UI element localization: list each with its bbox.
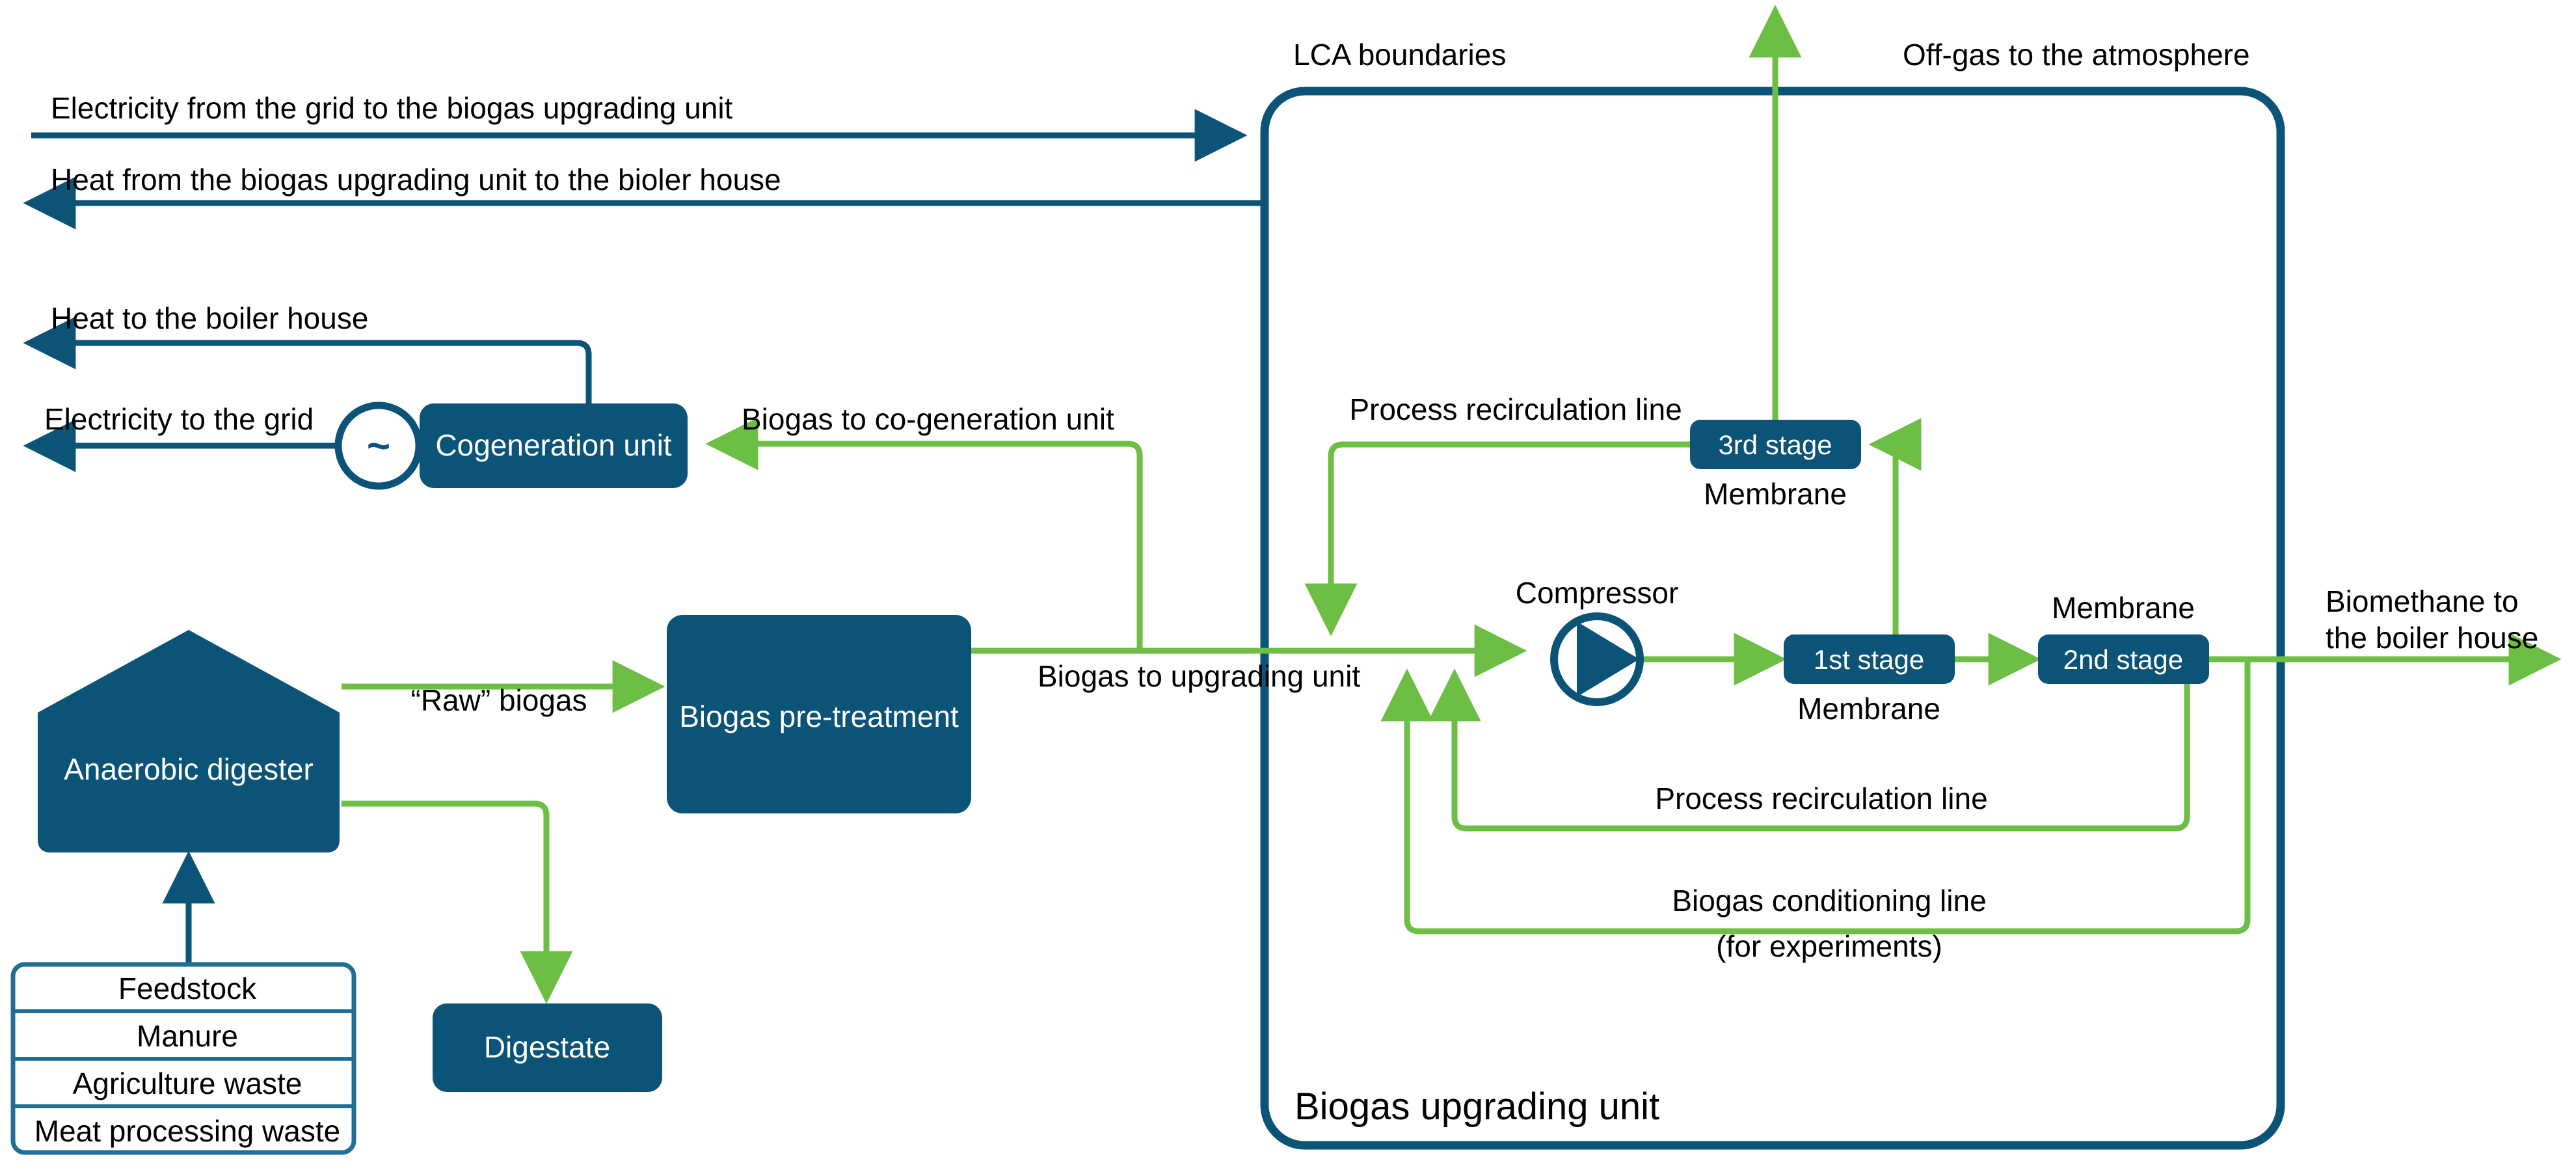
arrow-biogas-to-cogeneration [705, 417, 1143, 651]
digestate-label: Digestate [484, 1030, 610, 1064]
biogas-conditioning-label: Biogas conditioning line [1672, 884, 1986, 918]
feedstock-row-2: Agriculture waste [73, 1067, 302, 1100]
membrane-1st-stage-box [1784, 634, 1955, 684]
compressor-label: Compressor [1516, 576, 1679, 610]
digestate-box [433, 1003, 662, 1092]
biogas-to-cogeneration-label: Biogas to co-generation unit [742, 402, 1114, 436]
process-recirculation-bottom-label: Process recirculation line [1655, 782, 1987, 815]
arrow-digester-to-digestate [342, 800, 573, 1004]
biomethane-label-line1: Biomethane to [2326, 584, 2519, 618]
biogas-upgrading-unit-label: Biogas upgrading unit [1295, 1085, 1659, 1128]
membrane-2nd-caption: Membrane [2052, 591, 2195, 625]
membrane-1st-stage-label: 1st stage [1814, 644, 1924, 675]
process-recirculation-top-label: Process recirculation line [1349, 392, 1682, 426]
membrane-3rd-caption: Membrane [1704, 477, 1847, 511]
heat-to-boiler-house-label: Heat to the boiler house [51, 301, 368, 335]
raw-biogas-label: “Raw” biogas [411, 683, 587, 717]
line-process-recirculation-top [1304, 441, 1690, 636]
cogeneration-unit-label: Cogeneration unit [435, 428, 671, 462]
heat-from-upgrading-label: Heat from the biogas upgrading unit to t… [51, 163, 781, 197]
generator-tilde-label: ~ [367, 424, 390, 469]
membrane-2nd-stage-label: 2nd stage [2063, 644, 2184, 675]
membrane-1st-caption: Membrane [1797, 692, 1940, 726]
arrow-heat-to-boiler-house [23, 316, 592, 403]
membrane-3rd-stage-box [1690, 420, 1861, 469]
anaerobic-digester-shape [38, 630, 340, 852]
feedstock-row-0: Feedstock [118, 972, 257, 1005]
anaerobic-digester-label: Anaerobic digester [64, 752, 314, 786]
cogeneration-unit-box [420, 403, 688, 488]
lca-boundaries-label: LCA boundaries [1293, 38, 1506, 72]
generator-circle-icon [334, 402, 423, 490]
biogas-conditioning-note: (for experiments) [1716, 929, 1942, 963]
compressor-triangle-icon [1577, 621, 1639, 697]
biogas-to-upgrading-label: Biogas to upgrading unit [1038, 659, 1360, 693]
feedstock-row-3: Meat processing waste [34, 1114, 340, 1148]
electricity-to-grid-label: Electricity to the grid [44, 402, 314, 436]
biomethane-label-line2: the boiler house [2326, 621, 2538, 655]
feedstock-row-1: Manure [137, 1019, 238, 1053]
line-process-recirculation-bottom [1428, 668, 2190, 832]
offgas-to-atmosphere-label: Off-gas to the atmosphere [1903, 38, 2250, 72]
biogas-pretreatment-box [667, 615, 971, 813]
line-biogas-conditioning [1380, 659, 2251, 934]
membrane-2nd-stage-box [2038, 634, 2209, 684]
line-stage1-to-stage3 [1868, 418, 1922, 634]
biogas-pretreatment-label: Biogas pre-treatment [679, 700, 959, 733]
electricity-from-grid-label: Electricity from the grid to the biogas … [51, 91, 733, 125]
membrane-3rd-stage-label: 3rd stage [1718, 429, 1832, 460]
